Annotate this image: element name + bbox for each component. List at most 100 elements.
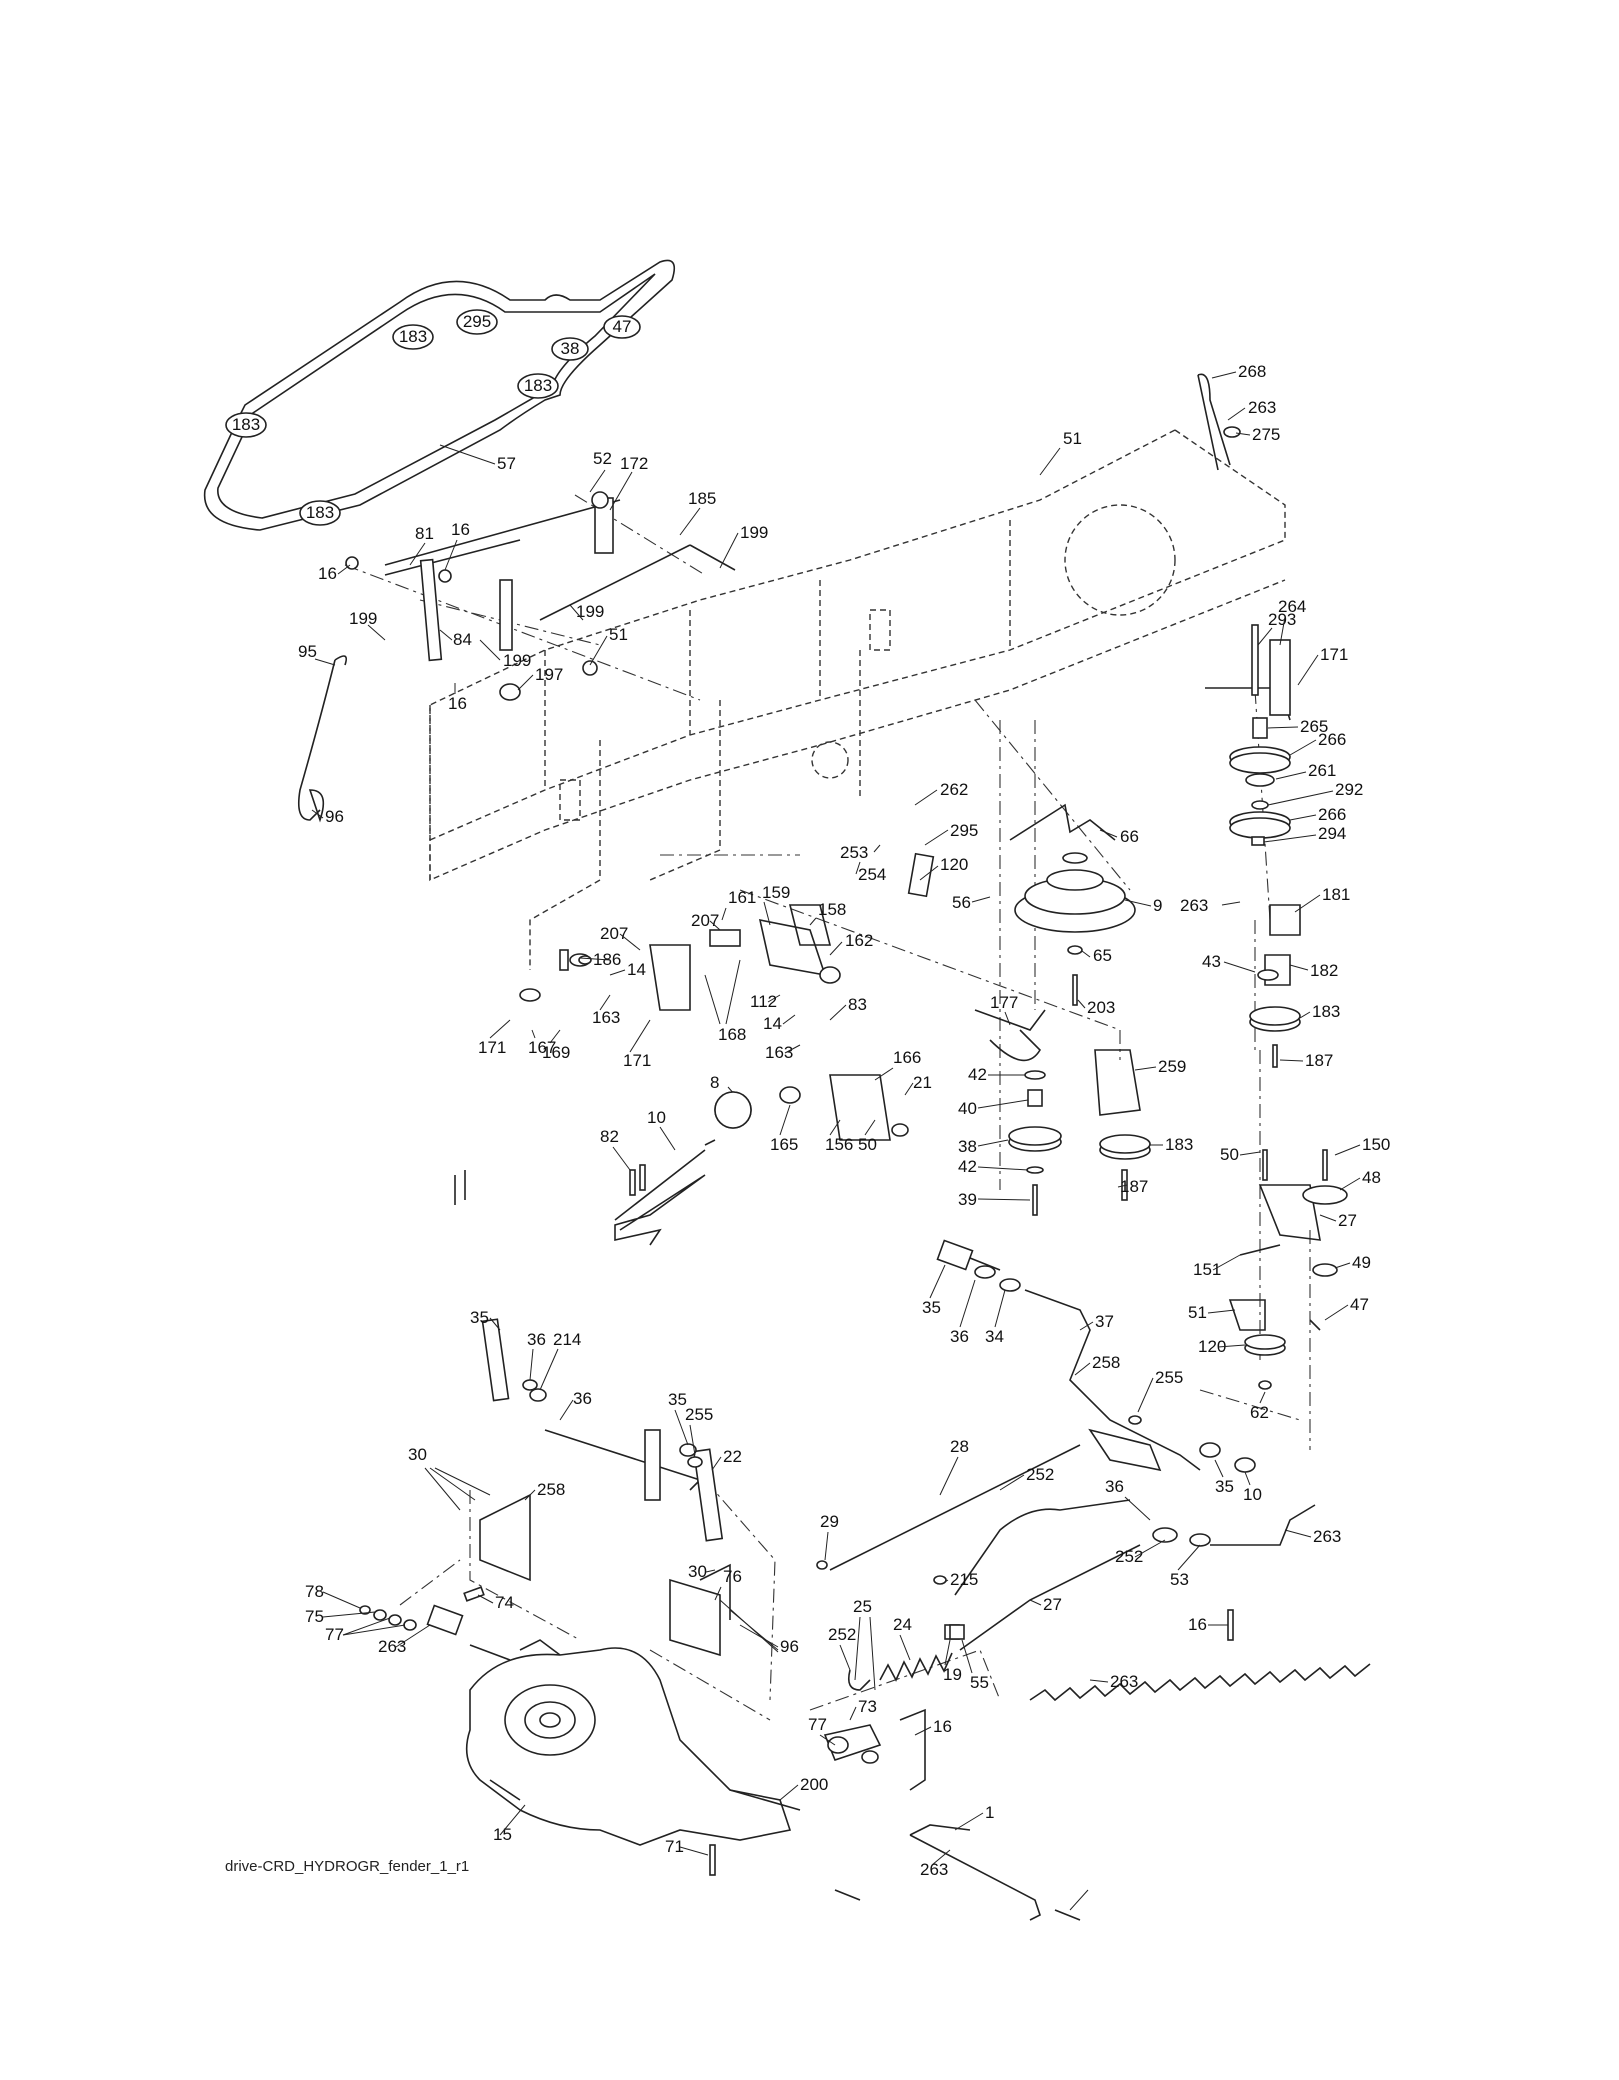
callout-label: 8: [710, 1073, 719, 1092]
callout-label: 35: [922, 1298, 941, 1317]
callout-label: 168: [718, 1025, 746, 1044]
callout-label: 263: [1248, 398, 1276, 417]
callout-label: 255: [685, 1405, 713, 1424]
callout-label: 266: [1318, 805, 1346, 824]
callout-label: 53: [1170, 1570, 1189, 1589]
callout-label: 77: [325, 1625, 344, 1644]
callout-label: 266: [1318, 730, 1346, 749]
callout-label: 183: [1165, 1135, 1193, 1154]
callout-label: 36: [950, 1327, 969, 1346]
callout-label: 171: [1320, 645, 1348, 664]
callout-label: 151: [1193, 1260, 1221, 1279]
callout-label: 112: [750, 992, 777, 1011]
svg-text:295: 295: [463, 312, 491, 331]
callout-label: 16: [451, 520, 470, 539]
mounting-brackets: [479, 1493, 731, 1657]
callout-label: 51: [1063, 429, 1082, 448]
callout-label: 156: [825, 1135, 853, 1154]
callout-label: 169: [542, 1043, 570, 1062]
callout-label: 35: [668, 1390, 687, 1409]
callout-label: 259: [1158, 1057, 1186, 1076]
callout-label: 15: [493, 1825, 512, 1844]
callout-label: 84: [453, 630, 472, 649]
svg-text:183: 183: [306, 503, 334, 522]
transaxle: [359, 1586, 801, 1876]
callout-label: 199: [576, 602, 604, 621]
callout-label: 55: [970, 1673, 989, 1692]
callout-label: 27: [1043, 1595, 1062, 1614]
callout-label: 82: [600, 1127, 619, 1146]
callout-label: 171: [623, 1051, 651, 1070]
callout-label: 36: [573, 1389, 592, 1408]
belt-badge: 183: [392, 324, 434, 350]
callout-label: 16: [448, 694, 467, 713]
pulley-stack-38: [974, 1009, 1062, 1216]
callout-label: 120: [1198, 1337, 1226, 1356]
callout-label: 199: [349, 609, 377, 628]
callout-label: 258: [537, 1480, 565, 1499]
callout-label: 254: [858, 865, 886, 884]
svg-text:183: 183: [399, 327, 427, 346]
callout-label: 51: [1188, 1303, 1207, 1322]
callout-label: 29: [820, 1512, 839, 1531]
callout-label: 51: [609, 625, 628, 644]
callout-label: 120: [940, 855, 968, 874]
callout-label: 150: [1362, 1135, 1390, 1154]
callout-label: 159: [762, 883, 790, 902]
callout-label: 258: [1092, 1353, 1120, 1372]
callout-label: 16: [318, 564, 337, 583]
belt-badge: 183: [225, 412, 267, 438]
callout-label: 95: [298, 642, 317, 661]
callout-label: 255: [1155, 1368, 1183, 1387]
callout-label: 183: [1312, 1002, 1340, 1021]
callout-label: 57: [497, 454, 516, 473]
rods-and-shafts: [481, 1239, 1316, 1651]
callout-label: 37: [1095, 1312, 1114, 1331]
belt-badge: 183: [299, 500, 341, 526]
callout-label: 214: [553, 1330, 581, 1349]
callout-label: 19: [943, 1665, 962, 1684]
callout-label: 35: [470, 1308, 489, 1327]
upper-linkage: [297, 491, 736, 823]
right-idler-bracket: [1249, 904, 1301, 1068]
belt-badge: 47: [603, 315, 641, 339]
callout-label: 263: [378, 1637, 406, 1656]
callout-label: 75: [305, 1607, 324, 1626]
callout-label: 83: [848, 995, 867, 1014]
callout-label: 66: [1120, 827, 1139, 846]
callout-label: 96: [780, 1637, 799, 1656]
callout-label: 161: [728, 888, 756, 907]
callout-label: 56: [952, 893, 971, 912]
callout-label: 34: [985, 1327, 1004, 1346]
callout-label: 47: [1350, 1295, 1369, 1314]
callout-label: 264: [1278, 597, 1306, 616]
callout-label: 207: [600, 924, 628, 943]
callout-label: 22: [723, 1447, 742, 1466]
callout-label: 25: [853, 1597, 872, 1616]
svg-text:183: 183: [232, 415, 260, 434]
callout-label: 265: [1300, 717, 1328, 736]
callout-label: 65: [1093, 946, 1112, 965]
callout-label: 21: [913, 1073, 932, 1092]
callout-label: 187: [1120, 1177, 1148, 1196]
callout-label: 14: [763, 1014, 782, 1033]
callout-label: 199: [740, 523, 768, 542]
callout-label: 42: [968, 1065, 987, 1084]
callout-label: 268: [1238, 362, 1266, 381]
callout-label: 35: [1215, 1477, 1234, 1496]
callout-label: 263: [920, 1860, 948, 1879]
callout-label: 163: [765, 1043, 793, 1062]
callout-label: 197: [535, 665, 563, 684]
right-lever-assembly: [1228, 1149, 1348, 1390]
pedal-knob: [714, 1091, 752, 1129]
callout-label: 167: [528, 1038, 556, 1057]
engine-pulley: [907, 803, 1151, 1201]
callout-label: 77: [808, 1715, 827, 1734]
callout-label: 27: [1338, 1211, 1357, 1230]
drive-belt: 183 295 47 183 38 183 183: [203, 259, 676, 531]
callout-label: 39: [958, 1190, 977, 1209]
callout-label: 50: [1220, 1145, 1239, 1164]
callout-label: 252: [828, 1625, 856, 1644]
callout-label: 10: [1243, 1485, 1262, 1504]
